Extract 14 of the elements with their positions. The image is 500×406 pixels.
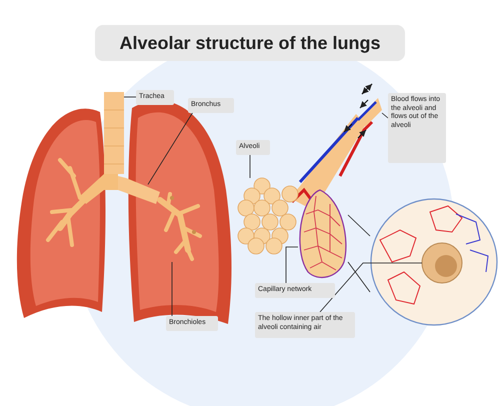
- leader-line: [148, 112, 194, 185]
- title: Alveolar structure of the lungs: [95, 25, 405, 61]
- leader-line: [382, 112, 388, 118]
- anatomy-drawing: [118, 176, 160, 204]
- leader-line: [348, 262, 370, 292]
- anatomy-drawing: [160, 190, 205, 262]
- magnified-alveoli-drawing: [370, 198, 498, 326]
- leader-line: [320, 262, 422, 312]
- leader-line: [286, 246, 298, 284]
- leader-line: [124, 96, 136, 98]
- anatomy-drawing: [238, 178, 300, 254]
- leader-line: [348, 214, 370, 236]
- anatomy-drawing: [298, 190, 348, 278]
- anatomy-drawing: [104, 92, 124, 174]
